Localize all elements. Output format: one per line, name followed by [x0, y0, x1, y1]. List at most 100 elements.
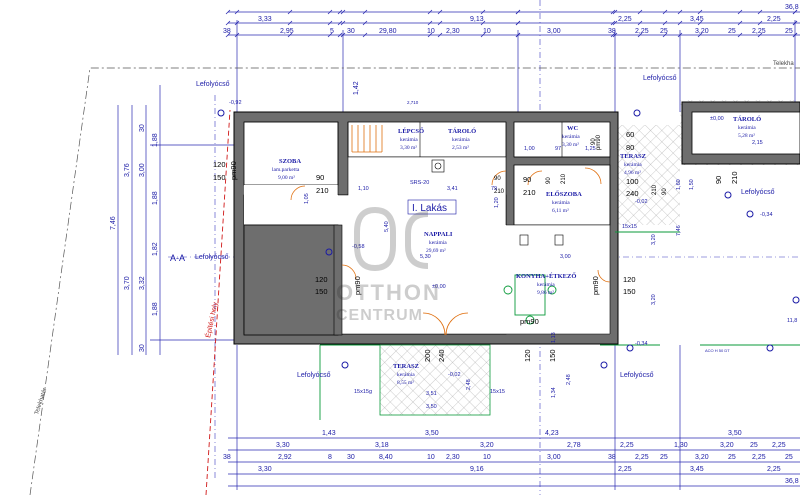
op-150-l1: 150	[213, 173, 226, 182]
op-210-a: 210	[523, 188, 536, 197]
room-szoba-sub: lam.parketta	[272, 167, 300, 173]
d-530: 5,30	[420, 254, 431, 260]
d-248: 2,48	[466, 379, 472, 390]
d-351: 3,51	[426, 391, 437, 397]
dim-top2-9: 3,00	[547, 28, 561, 35]
room-szoba-area: 9,00 m²	[278, 175, 295, 181]
room-terasz-bottom-area: 8,55 m²	[397, 380, 414, 386]
dim-bot2-8: 25	[750, 442, 758, 449]
dim-left-5: 3,00	[139, 163, 146, 177]
dim-bot4-2: 9,16	[470, 466, 484, 473]
d-215: 2,15	[752, 140, 763, 146]
d-320: 3,20	[651, 234, 657, 245]
op-210-w: 210	[494, 189, 505, 195]
dim-bot1-3: 4,23	[545, 430, 559, 437]
room-eloszoba-area: 6,11 m²	[552, 208, 569, 214]
dim-bot3-8: 10	[483, 454, 491, 461]
d-srs: SRS-20	[410, 180, 429, 186]
dim-left-9: 3,70	[124, 276, 131, 290]
unit-label: I. Lakás	[407, 199, 457, 215]
dim-bot4-edge: 36,8	[785, 478, 799, 485]
section-marker: A-A	[170, 253, 185, 263]
lvl-092: -0,92	[229, 100, 242, 106]
dim-top-1: 3,33	[258, 16, 272, 23]
lvl-058: -0,58	[352, 244, 365, 250]
d-113: 1,13	[551, 332, 557, 343]
op-pm180: pm90	[596, 134, 602, 150]
lvl-002-a: -0,02	[448, 372, 461, 378]
dim-top2-3: 5	[330, 28, 334, 35]
room-konyha-area: 9,86 m²	[537, 290, 554, 296]
dim-left-4: 3,76	[124, 163, 131, 177]
dim-bot2-5: 2,25	[620, 442, 634, 449]
op-pm90-l: pm90	[229, 161, 238, 180]
op-150-l2: 150	[315, 287, 328, 296]
d-150: 1,50	[689, 179, 695, 190]
dim-bot3-4: 30	[347, 454, 355, 461]
dim-bot4-1: 3,30	[258, 466, 272, 473]
op-120-b: 120	[523, 349, 532, 362]
dim-bot2-3: 3,20	[480, 442, 494, 449]
room-tarolo-area: 2,53 m²	[452, 145, 469, 151]
room-terasz-right-sub: kerámia	[624, 162, 642, 168]
op-80-a: 80	[626, 143, 634, 152]
op-pm90-b: pm90	[520, 317, 539, 326]
dim-left-1: 1,42	[353, 81, 360, 95]
room-labels: SZOBA lam.parketta 9,00 m² LÉPCSŐ kerámi…	[272, 115, 761, 386]
dim-left-10: 3,32	[139, 276, 146, 290]
room-tarolo-sub: kerámia	[452, 137, 470, 143]
d-1515-b: 15x15	[490, 389, 505, 395]
lvl-0-a: ±0,00	[432, 284, 446, 290]
dim-bot3-16: 25	[785, 454, 793, 461]
dim-top2-11: 2,25	[635, 28, 649, 35]
d-540: 5,40	[384, 221, 390, 232]
terrace-bottom-hatch	[379, 344, 491, 416]
dim-top2-7: 2,30	[446, 28, 460, 35]
d-746: 7,46	[676, 225, 682, 236]
room-szoba-name: SZOBA	[279, 158, 301, 165]
dim-bot3-5: 8,40	[379, 454, 393, 461]
d-79: 79	[491, 186, 497, 192]
dim-top2-16: 25	[785, 28, 793, 35]
dim-bot3-13: 3,20	[695, 454, 709, 461]
dim-top-5: 2,25	[767, 16, 781, 23]
dim-left-12: 30	[139, 344, 146, 352]
dim-bot3-10: 38	[608, 454, 616, 461]
op-210-annex: 210	[730, 171, 739, 184]
ds-1: Lefolyócső	[196, 81, 230, 88]
d-1515-a: 15x15g	[354, 389, 372, 395]
op-120-r: 120	[623, 275, 636, 284]
dim-bot2-7: 3,20	[720, 442, 734, 449]
room-tarolo-name: TÁROLÓ	[448, 127, 476, 135]
op-150-r: 150	[623, 287, 636, 296]
dim-left-7: 1,88	[152, 191, 159, 205]
ds-4: Lefolyócső	[297, 372, 331, 379]
dim-bot2-4: 2,78	[567, 442, 581, 449]
dim-top2-12: 25	[660, 28, 668, 35]
dim-bot2-9: 2,25	[772, 442, 786, 449]
dim-left-2: 30	[139, 124, 146, 132]
op-pm90-r: pm90	[591, 276, 600, 295]
d-125: 1,25	[585, 146, 596, 152]
dim-top2-14: 25	[728, 28, 736, 35]
d-110: 1,10	[358, 186, 369, 192]
dim-top2-8: 10	[483, 28, 491, 35]
dim-left-11: 1,88	[152, 302, 159, 316]
dim-bot1-4: 3,50	[728, 430, 742, 437]
op-90-wc: 90	[591, 138, 597, 145]
room-konyha-name: KONYHA+ÉTKEZŐ	[516, 272, 576, 280]
dim-left-8: 1,82	[152, 242, 159, 256]
brand-line2: CENTRUM	[336, 307, 423, 324]
dim-top-4: 3,45	[690, 16, 704, 23]
d-320b: 3,20	[651, 294, 657, 305]
furniture	[319, 159, 800, 420]
dim-top2-1: 38	[223, 28, 231, 35]
annex-storage	[681, 101, 800, 165]
dim-bot4-5: 2,25	[767, 466, 781, 473]
op-90-annex: 90	[714, 176, 723, 184]
op-90-r2: 90	[662, 188, 668, 195]
room-nappali-name: NAPPALI	[424, 231, 453, 238]
d-350: 3,50	[426, 404, 437, 410]
op-90-sz: 90	[316, 173, 324, 182]
doors-stairs	[290, 125, 611, 336]
